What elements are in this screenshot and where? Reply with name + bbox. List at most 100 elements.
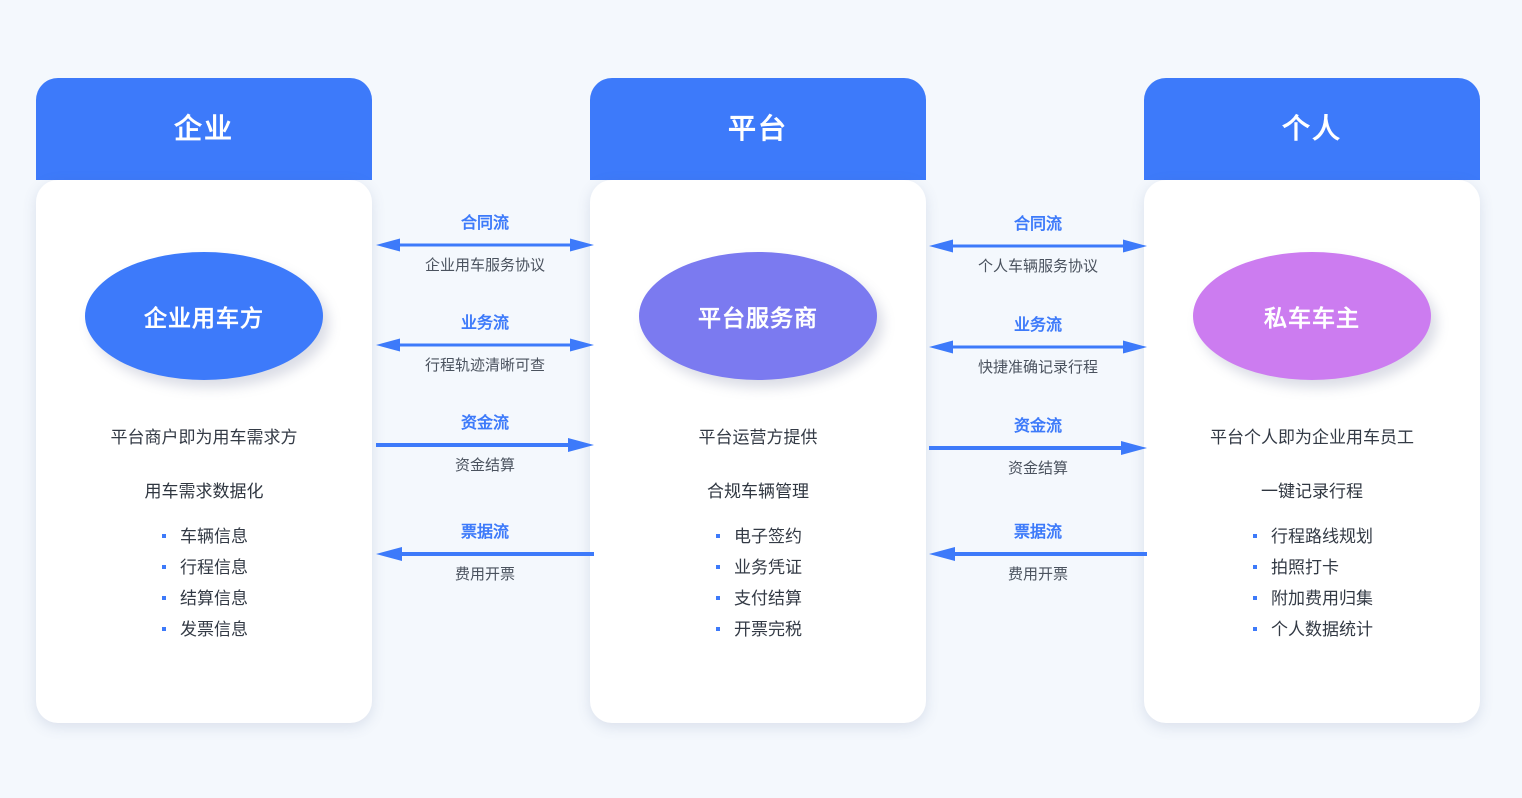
ellipse-wrap-individual: 私车车主 (1193, 252, 1431, 380)
flow-caption: 快捷准确记录行程 (977, 359, 1098, 376)
bullet-dot-icon (162, 595, 166, 600)
card-subtitle-individual: 一键记录行程 (1261, 482, 1363, 502)
card-body-enterprise: 企业用车方 平台商户即为用车需求方 用车需求数据化 车辆信息 行程信息 结算信息… (36, 180, 372, 723)
flow-contract-left: 合同流 企业用车服务协议 (376, 214, 594, 276)
flow-caption: 资金结算 (454, 457, 515, 474)
flow-funds-right: 资金流 资金结算 (929, 417, 1147, 479)
list-item: 拍照打卡 (1251, 552, 1373, 583)
bullet-dot-icon (162, 533, 166, 538)
card-body-platform: 平台服务商 平台运营方提供 合规车辆管理 电子签约 业务凭证 支付结算 开票完税 (590, 180, 926, 723)
flow-business-left: 业务流 行程轨迹清晰可查 (376, 314, 594, 376)
flow-title: 票据流 (1013, 524, 1062, 541)
flow-invoice-right: 票据流 费用开票 (929, 523, 1147, 585)
ellipse-individual: 私车车主 (1193, 252, 1431, 380)
ellipse-platform: 平台服务商 (639, 252, 877, 380)
flow-title: 业务流 (460, 315, 509, 332)
list-item: 行程信息 (160, 552, 248, 583)
connector-group-platform-individual: 合同流 个人车辆服务协议 业务流 快捷准确记录行程 (929, 0, 1147, 798)
card-lead-individual: 平台个人即为企业用车员工 (1210, 428, 1414, 447)
arrow-bidirectional-icon (929, 340, 1147, 354)
list-item-label: 结算信息 (180, 588, 248, 608)
ellipse-label: 企业用车方 (144, 305, 264, 331)
list-item: 个人数据统计 (1251, 614, 1373, 645)
bullet-dot-icon (716, 626, 720, 631)
bullet-dot-icon (162, 626, 166, 631)
flow-caption: 企业用车服务协议 (424, 257, 545, 274)
bullet-dot-icon (1253, 533, 1257, 538)
card-header-title: 个人 (1281, 113, 1342, 144)
bullet-list-platform: 电子签约 业务凭证 支付结算 开票完税 (714, 521, 802, 645)
flow-title: 合同流 (1013, 216, 1062, 233)
list-item: 结算信息 (160, 583, 248, 614)
flow-contract-right: 合同流 个人车辆服务协议 (929, 215, 1147, 277)
flow-business-right: 业务流 快捷准确记录行程 (929, 316, 1147, 378)
flow-invoice-left: 票据流 费用开票 (376, 523, 594, 585)
list-item-label: 发票信息 (180, 619, 248, 639)
card-body-individual: 私车车主 平台个人即为企业用车员工 一键记录行程 行程路线规划 拍照打卡 附加费… (1144, 180, 1480, 723)
card-header-title: 平台 (727, 113, 788, 144)
list-item-label: 行程路线规划 (1271, 526, 1373, 546)
list-item-label: 业务凭证 (734, 557, 802, 577)
flow-title: 资金流 (460, 415, 509, 432)
flow-title: 票据流 (460, 524, 509, 541)
list-item-label: 行程信息 (180, 557, 248, 577)
list-item-label: 拍照打卡 (1271, 557, 1339, 577)
flow-caption: 费用开票 (454, 566, 515, 583)
bullet-dot-icon (716, 595, 720, 600)
list-item: 开票完税 (714, 614, 802, 645)
bullet-dot-icon (716, 533, 720, 538)
card-header-title: 企业 (173, 113, 234, 144)
flow-funds-left: 资金流 资金结算 (376, 414, 594, 476)
column-individual: 个人 私车车主 平台个人即为企业用车员工 一键记录行程 行程路线规划 拍照打卡 … (1144, 78, 1480, 723)
arrow-bidirectional-icon (376, 338, 594, 352)
list-item-label: 支付结算 (734, 588, 802, 608)
bullet-dot-icon (1253, 564, 1257, 569)
flow-title: 合同流 (460, 215, 509, 232)
card-header-enterprise: 企业 (36, 78, 372, 180)
flow-caption: 行程轨迹清晰可查 (424, 357, 545, 374)
ellipse-enterprise: 企业用车方 (85, 252, 323, 380)
flow-title: 业务流 (1013, 317, 1062, 334)
list-item: 附加费用归集 (1251, 583, 1373, 614)
list-item-label: 附加费用归集 (1271, 588, 1373, 608)
arrow-bidirectional-icon (376, 238, 594, 252)
connector-group-enterprise-platform: 合同流 企业用车服务协议 业务流 行程轨迹清晰可查 (376, 0, 594, 798)
ellipse-wrap-platform: 平台服务商 (639, 252, 877, 380)
bullet-dot-icon (1253, 595, 1257, 600)
flow-caption: 个人车辆服务协议 (977, 258, 1098, 275)
list-item-label: 个人数据统计 (1271, 619, 1373, 639)
list-item: 电子签约 (714, 521, 802, 552)
arrow-right-icon (376, 438, 594, 452)
ellipse-label: 私车车主 (1264, 305, 1360, 331)
card-lead-enterprise: 平台商户即为用车需求方 (110, 428, 298, 447)
arrow-right-icon (929, 441, 1147, 455)
column-enterprise: 企业 企业用车方 平台商户即为用车需求方 用车需求数据化 车辆信息 行程信息 结… (36, 78, 372, 723)
list-item: 业务凭证 (714, 552, 802, 583)
flow-caption: 费用开票 (1007, 566, 1068, 583)
bullet-dot-icon (162, 564, 166, 569)
bullet-dot-icon (1253, 626, 1257, 631)
card-header-platform: 平台 (590, 78, 926, 180)
list-item-label: 车辆信息 (180, 526, 248, 546)
flow-caption: 资金结算 (1007, 460, 1068, 477)
ellipse-wrap-enterprise: 企业用车方 (85, 252, 323, 380)
arrow-bidirectional-icon (929, 239, 1147, 253)
list-item-label: 开票完税 (734, 619, 802, 639)
card-subtitle-platform: 合规车辆管理 (707, 482, 809, 502)
list-item: 车辆信息 (160, 521, 248, 552)
card-lead-platform: 平台运营方提供 (698, 428, 818, 447)
column-platform: 平台 平台服务商 平台运营方提供 合规车辆管理 电子签约 业务凭证 支付结算 开… (590, 78, 926, 723)
arrow-left-icon (376, 547, 594, 561)
card-header-individual: 个人 (1144, 78, 1480, 180)
list-item: 发票信息 (160, 614, 248, 645)
list-item: 支付结算 (714, 583, 802, 614)
list-item-label: 电子签约 (734, 526, 802, 546)
bullet-list-enterprise: 车辆信息 行程信息 结算信息 发票信息 (160, 521, 248, 645)
bullet-dot-icon (716, 564, 720, 569)
flow-title: 资金流 (1013, 418, 1062, 435)
bullet-list-individual: 行程路线规划 拍照打卡 附加费用归集 个人数据统计 (1251, 521, 1373, 645)
list-item: 行程路线规划 (1251, 521, 1373, 552)
card-subtitle-enterprise: 用车需求数据化 (144, 482, 264, 502)
arrow-left-icon (929, 547, 1147, 561)
